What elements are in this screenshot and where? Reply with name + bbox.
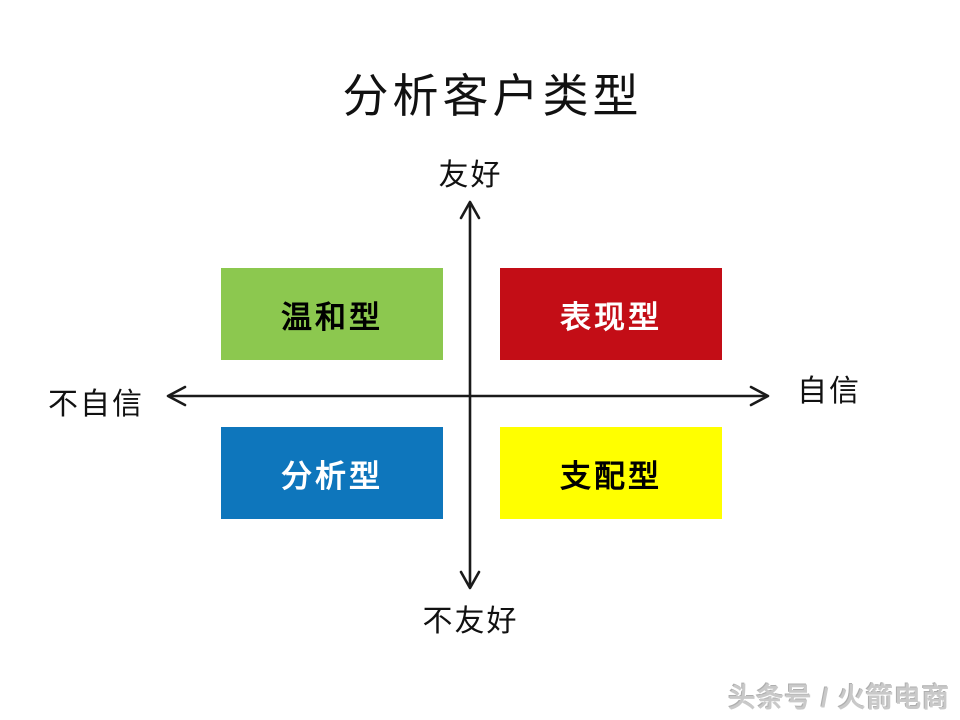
watermark: 头条号 / 火箭电商: [728, 683, 950, 713]
axis-label-right: 自信: [797, 375, 861, 408]
arrowhead-down-icon: [459, 570, 481, 590]
quadrant-top-right-label: 表现型: [560, 299, 662, 335]
arrowhead-up-icon: [459, 200, 481, 220]
quadrant-top-right: 表现型: [500, 268, 722, 360]
quadrant-top-left: 温和型: [221, 268, 443, 360]
quadrant-bottom-left: 分析型: [221, 427, 443, 519]
arrowhead-right-icon: [749, 385, 770, 407]
arrowhead-left-icon: [166, 385, 187, 407]
page-title: 分析客户类型: [342, 71, 643, 122]
axis-label-left: 不自信: [48, 388, 144, 421]
quadrant-bottom-right-label: 支配型: [560, 458, 662, 494]
quadrant-top-left-label: 温和型: [281, 299, 383, 335]
axis-lines: [166, 200, 770, 590]
quadrant-bottom-left-label: 分析型: [281, 458, 383, 494]
quadrant-bottom-right: 支配型: [500, 427, 722, 519]
axis-label-bottom: 不友好: [422, 605, 519, 638]
axis-label-top: 友好: [438, 159, 503, 192]
